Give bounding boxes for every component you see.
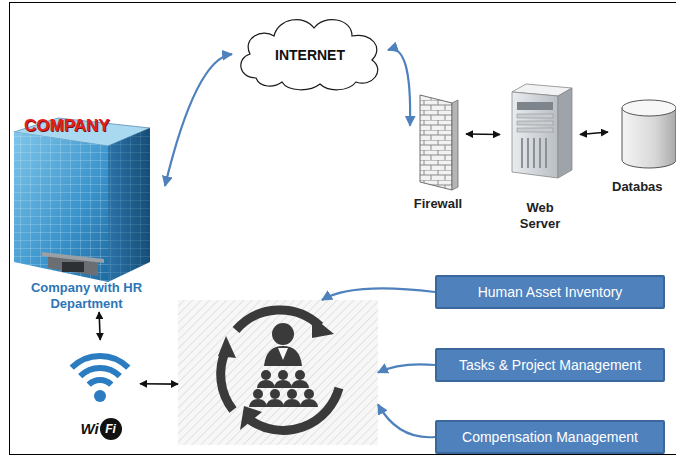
node-label: COMPANY	[24, 117, 110, 135]
connector	[140, 383, 178, 385]
connector	[378, 404, 435, 437]
database-cylinder	[622, 100, 676, 168]
web-server: Web Server	[500, 82, 580, 232]
node-label: Web Server	[510, 200, 570, 232]
node-label: Human Asset Inventory	[478, 284, 623, 300]
company-building	[14, 118, 150, 282]
connector	[165, 54, 232, 186]
connector	[99, 312, 100, 340]
database: Databas	[608, 95, 676, 195]
node-sublabel: Fi	[100, 418, 122, 440]
connector	[580, 132, 608, 135]
people-cycle-icon	[178, 300, 378, 445]
process-box: Tasks & Project Management	[435, 348, 665, 382]
wifi: WiFi	[62, 340, 140, 444]
node-label: INTERNET	[275, 47, 345, 63]
firewall: Firewall	[410, 92, 466, 212]
node-label: Compensation Management	[462, 429, 638, 445]
connector	[466, 133, 500, 135]
connector	[378, 364, 435, 372]
process-box: Human Asset Inventory	[435, 275, 665, 309]
company: COMPANY Company with HR Department	[8, 115, 165, 312]
process-box: Compensation Management	[435, 420, 665, 454]
node-label: Firewall	[414, 196, 462, 212]
hr-people-icon	[178, 300, 378, 445]
connector	[388, 49, 410, 125]
node-sublabel: Company with HR Department	[24, 280, 149, 312]
frame	[10, 3, 676, 455]
wifi-symbol	[72, 356, 129, 402]
server-tower	[512, 84, 572, 178]
internet-cloud: INTERNET	[232, 8, 388, 92]
connector	[322, 288, 435, 300]
node-label: Databas	[612, 179, 663, 195]
node-label: Tasks & Project Management	[459, 357, 641, 373]
node-label: Wi	[80, 418, 98, 440]
firewall-wall	[420, 95, 458, 190]
